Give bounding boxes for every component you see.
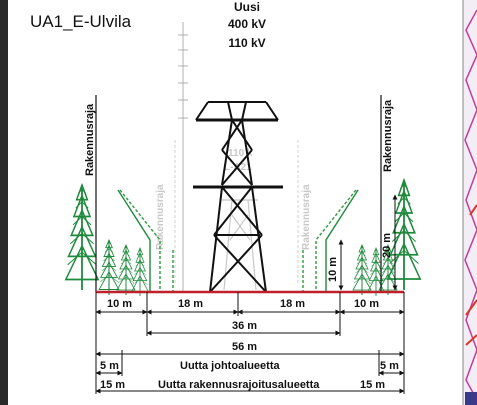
height-dimensions bbox=[338, 194, 398, 291]
line-status-label: Uusi bbox=[234, 0, 260, 14]
line-area-label: Uutta johtoalueetta bbox=[180, 360, 280, 372]
forest-edge-lines bbox=[117, 189, 359, 292]
dim-left-line-area: 5 m bbox=[100, 360, 119, 372]
dim-left-half: 18 m bbox=[178, 298, 203, 310]
old-building-limit-right: Rakennusraja bbox=[301, 184, 312, 250]
height-10-label: 10 m bbox=[327, 257, 339, 282]
dim-inner-width: 36 m bbox=[232, 320, 257, 332]
restriction-area-label: Uutta rakennusrajoitusalueetta bbox=[158, 379, 320, 391]
voltage-low-label: 110 kV bbox=[228, 36, 265, 50]
tree-cut-lines bbox=[119, 189, 357, 292]
dimension-lines bbox=[95, 309, 405, 394]
dim-left-restriction: 15 m bbox=[100, 379, 125, 391]
dim-right-half: 18 m bbox=[280, 298, 305, 310]
building-limit-label-left: Rakennusraja bbox=[84, 103, 96, 176]
left-border bbox=[0, 0, 8, 405]
dim-left-clear: 10 m bbox=[107, 298, 132, 310]
transmission-tower bbox=[193, 101, 283, 293]
building-limit-label-right: Rakennusraja bbox=[382, 99, 394, 172]
map-strip bbox=[462, 0, 477, 405]
dim-right-clear: 10 m bbox=[354, 298, 379, 310]
dim-total-width: 56 m bbox=[232, 341, 257, 353]
diagram-id-label: UA1_E-Ulvila bbox=[30, 12, 132, 31]
old-building-limit-left: Rakennusraja bbox=[155, 184, 166, 250]
ghost-voltage-label: 110 k bbox=[228, 148, 253, 159]
dim-right-restriction: 15 m bbox=[360, 379, 385, 391]
height-20-label: 20 m bbox=[381, 233, 393, 258]
dim-right-line-area: 5 m bbox=[380, 360, 399, 372]
center-axis bbox=[178, 22, 188, 292]
voltage-high-label: 400 kV bbox=[228, 17, 266, 31]
